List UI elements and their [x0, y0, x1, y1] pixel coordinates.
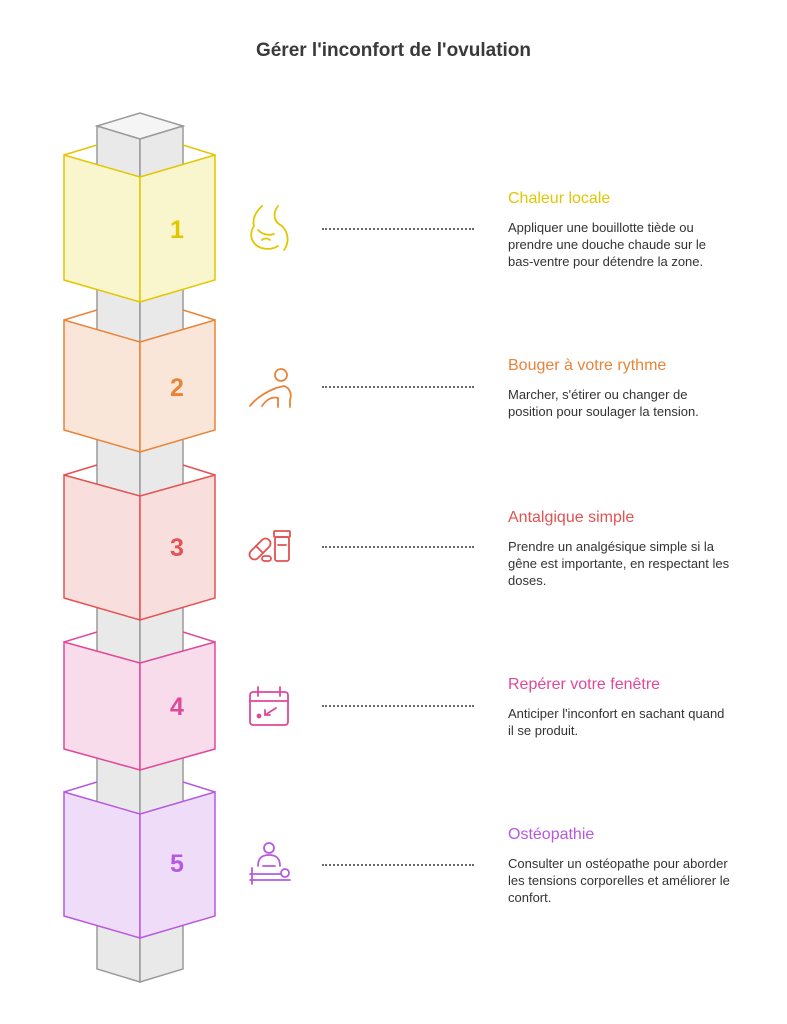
- cube-4-top-edge: [182, 631, 216, 643]
- cube-5-front-face: [63, 791, 141, 939]
- step-4-cube: 4: [63, 631, 216, 771]
- step-2-number: 2: [170, 374, 184, 402]
- step-5-number: 5: [170, 850, 184, 878]
- cube-1-side-face: [139, 153, 216, 304]
- step-2-description: Marcher, s'étirer ou changer de position…: [508, 387, 699, 419]
- cube-4-side-face: [139, 641, 216, 771]
- cube-3-front-face: [63, 474, 141, 621]
- cube-2-side-face: [139, 318, 216, 454]
- calendar-icon: [249, 686, 289, 726]
- cube-3-top-edge: [182, 464, 216, 476]
- step-2-connector: [322, 386, 474, 388]
- cube-1-top-edge: [182, 144, 216, 156]
- step-3-description: Prendre un analgésique simple si la gêne…: [508, 539, 730, 588]
- cube-3-side-face: [139, 474, 216, 622]
- cube-5-side-face: [139, 790, 216, 940]
- step-3-cube: 3: [63, 464, 216, 622]
- step-1-description: Appliquer une bouillotte tiède ou prendr…: [508, 220, 707, 269]
- cube-2-top-edge: [63, 309, 98, 321]
- step-1-cube: 1: [63, 144, 216, 304]
- step-4-description: Anticiper l'inconfort en sachant quand i…: [508, 706, 725, 738]
- step-4-number: 4: [170, 693, 184, 721]
- step-5-description: Consulter un ostéopathe pour aborder les…: [508, 856, 730, 905]
- step-1-title: Chaleur locale: [508, 190, 611, 207]
- step-5-cube: 5: [63, 781, 216, 940]
- cube-2-front-face: [63, 319, 141, 453]
- medication-icon: [248, 530, 291, 562]
- page-title: Gérer l'inconfort de l'ovulation: [255, 40, 532, 61]
- pregnant-belly-icon: [250, 205, 289, 251]
- step-4-title: Repérer votre fenêtre: [508, 676, 661, 693]
- step-1-number: 1: [170, 216, 184, 244]
- step-5-connector: [322, 864, 474, 866]
- step-3-title: Antalgique simple: [508, 509, 635, 526]
- cube-3-top-edge: [63, 464, 98, 476]
- cube-5-top-edge: [63, 781, 98, 793]
- cube-4-top-edge: [63, 631, 98, 643]
- step-2-cube: 2: [63, 309, 216, 454]
- step-3-connector: [322, 546, 474, 548]
- cube-1-top-edge: [63, 144, 98, 156]
- cube-4-front-face: [63, 641, 141, 771]
- stretching-person-icon: [249, 368, 292, 408]
- step-1-connector: [322, 228, 474, 230]
- massage-therapy-icon: [249, 842, 291, 885]
- cube-5-top-edge: [182, 781, 216, 793]
- step-3-number: 3: [170, 534, 184, 562]
- step-5-title: Ostéopathie: [508, 826, 595, 843]
- cube-1-front-face: [63, 154, 141, 303]
- cube-2-top-edge: [182, 309, 216, 321]
- step-4-connector: [322, 705, 474, 707]
- step-2-title: Bouger à votre rythme: [508, 357, 667, 374]
